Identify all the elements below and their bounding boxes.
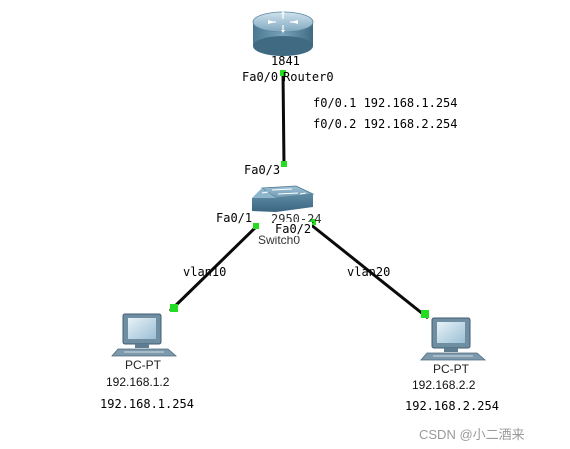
router-icon[interactable]	[252, 11, 314, 56]
pc2-gateway-label: 192.168.2.254	[405, 399, 499, 413]
router-subinterface-2: f0/0.2 192.168.2.254	[313, 117, 458, 131]
csdn-watermark: CSDN @小二酒来	[419, 427, 525, 442]
pc2-vlan-label: vlan20	[347, 265, 391, 279]
pc2-type-label: PC-PT	[433, 362, 469, 376]
router-name-label: Router0	[283, 70, 334, 84]
link-router-switch	[281, 71, 286, 166]
link-light-switch-fa01	[253, 223, 259, 229]
link-switch-pc2	[309, 222, 429, 320]
pc1-icon[interactable]	[111, 313, 178, 357]
switch-port-fa03: Fa0/3	[244, 163, 281, 177]
link-light-pc2	[421, 310, 429, 318]
link-light-router	[280, 70, 286, 76]
router-subinterface-1: f0/0.1 192.168.1.254	[313, 96, 458, 110]
pc1-type-label: PC-PT	[125, 358, 161, 372]
switch-name-label: Switch0	[258, 233, 301, 247]
switch-icon[interactable]	[252, 185, 315, 212]
pc1-vlan-label: vlan10	[183, 265, 227, 279]
link-light-pc1	[170, 304, 178, 312]
pc2-icon[interactable]	[420, 317, 487, 361]
pc2-ip-label: 192.168.2.2	[412, 378, 476, 392]
link-light-switch-fa03	[281, 161, 287, 167]
router-model-label: 1841	[271, 54, 300, 68]
pc1-ip-label: 192.168.1.2	[106, 375, 170, 389]
router-interface-label: Fa0/0	[242, 70, 280, 84]
pc1-gateway-label: 192.168.1.254	[100, 397, 194, 411]
link-light-switch-fa02	[310, 219, 316, 225]
switch-port-fa01: Fa0/1	[216, 211, 254, 225]
switch-port-fa02: Fa0/2	[274, 222, 313, 236]
link-switch-pc1	[168, 224, 259, 313]
